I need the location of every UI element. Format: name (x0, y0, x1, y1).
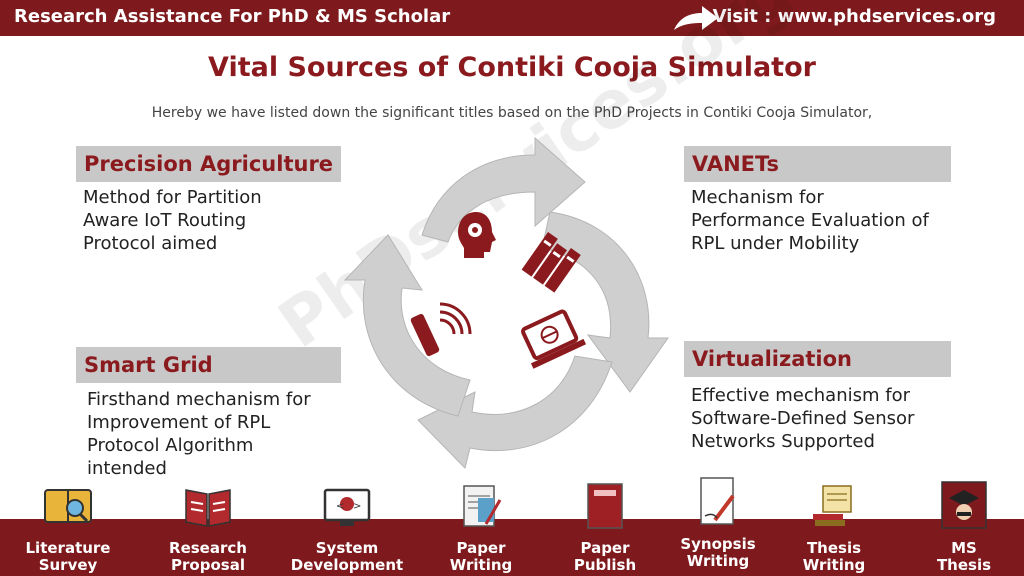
section-smart-grid-title: Smart Grid (76, 347, 341, 383)
cycle-arrow-left (343, 234, 471, 417)
section-precision-agriculture-title: Precision Agriculture (76, 146, 341, 182)
arrow-icon (674, 6, 718, 30)
laptop-globe-icon (520, 309, 587, 369)
svg-text:>: > (353, 501, 361, 512)
cycle-diagram (343, 136, 669, 469)
section-virtualization-description: Effective mechanism for Software-Defined… (691, 385, 915, 452)
closed-book-icon (587, 483, 623, 529)
header-tagline: Research Assistance For PhD & MS Scholar (14, 6, 451, 27)
section-smart-grid-description: Firsthand mechanism for Improvement of R… (87, 389, 311, 479)
head-gear-icon (458, 212, 496, 258)
paper-pen-icon (700, 477, 735, 525)
books-icon (521, 232, 581, 293)
header-website-link[interactable]: Visit : www.phdservices.org (712, 6, 996, 27)
section-virtualization-title: Virtualization (684, 341, 951, 377)
section-vanets-title: VANETs (684, 146, 951, 182)
svg-text:<: < (336, 501, 344, 512)
section-precision-agriculture-description: Method for Partition Aware IoT Routing P… (83, 187, 262, 254)
page-subtitle: Hereby we have listed down the significa… (151, 105, 873, 121)
monitor-code-icon: < > (323, 488, 371, 526)
footer-bar (0, 519, 1024, 576)
scroll-books-icon (813, 485, 852, 526)
open-book-icon (185, 489, 231, 527)
router-wifi-icon (410, 302, 472, 357)
cycle-arrow-bottom (417, 355, 613, 469)
section-vanets-description: Mechanism for Performance Evaluation of … (691, 187, 929, 254)
header-bar: Research Assistance For PhD & MS Scholar… (0, 0, 1024, 36)
clipboard-pen-icon (463, 485, 502, 527)
graduate-icon (941, 481, 987, 529)
book-magnifier-icon (44, 489, 92, 523)
page-title: Vital Sources of Contiki Cooja Simulator (208, 52, 816, 83)
